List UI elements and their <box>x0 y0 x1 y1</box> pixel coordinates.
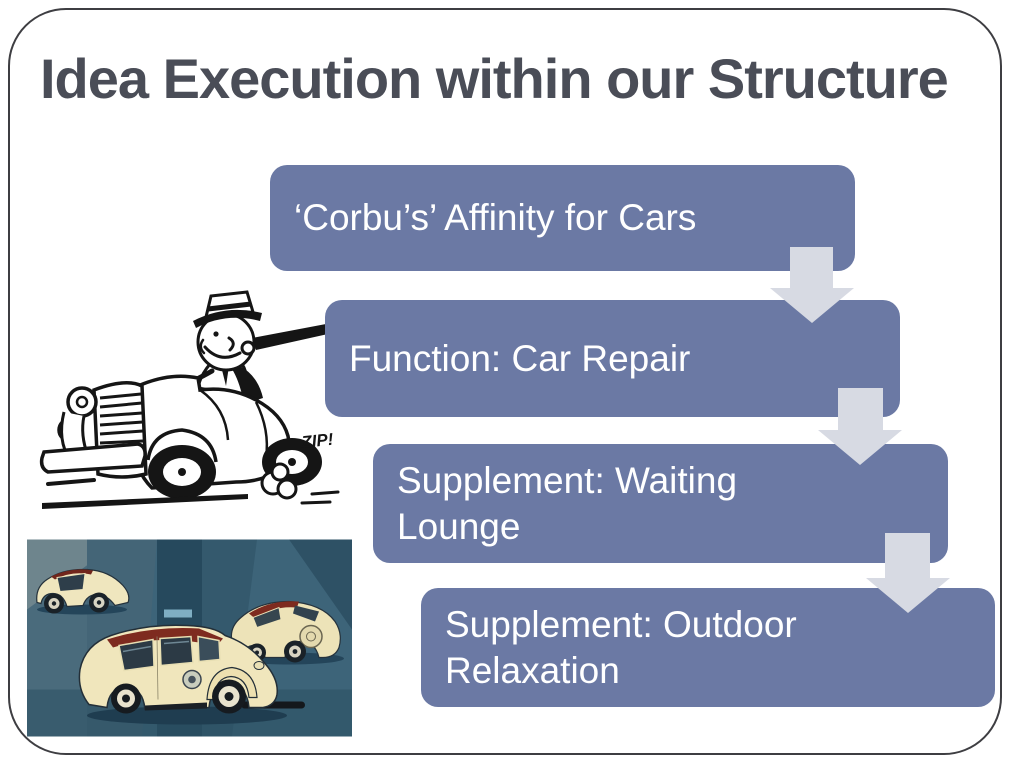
zip-text: ZIP! <box>299 430 334 452</box>
process-step-1: ‘Corbu’s’ Affinity for Cars <box>270 165 855 271</box>
concept-cars-image <box>27 539 352 737</box>
cartoon-driver-image: ZIP! <box>30 290 350 515</box>
concept-cars-svg <box>27 539 352 737</box>
down-arrow-icon <box>818 430 902 465</box>
process-step-2-label: Function: Car Repair <box>349 337 691 379</box>
down-arrow-icon <box>838 388 883 430</box>
process-step-3-label: Supplement: Waiting Lounge <box>397 459 738 547</box>
process-step-4-label: Supplement: Outdoor Relaxation <box>445 603 797 691</box>
down-arrow-icon <box>770 288 854 323</box>
down-arrow-icon <box>790 247 833 288</box>
down-arrow-icon <box>866 578 950 613</box>
process-step-1-label: ‘Corbu’s’ Affinity for Cars <box>294 197 697 239</box>
slide-title: Idea Execution within our Structure <box>40 47 949 110</box>
down-arrow-icon <box>885 533 930 578</box>
cartoon-driver-svg: ZIP! <box>39 290 340 509</box>
